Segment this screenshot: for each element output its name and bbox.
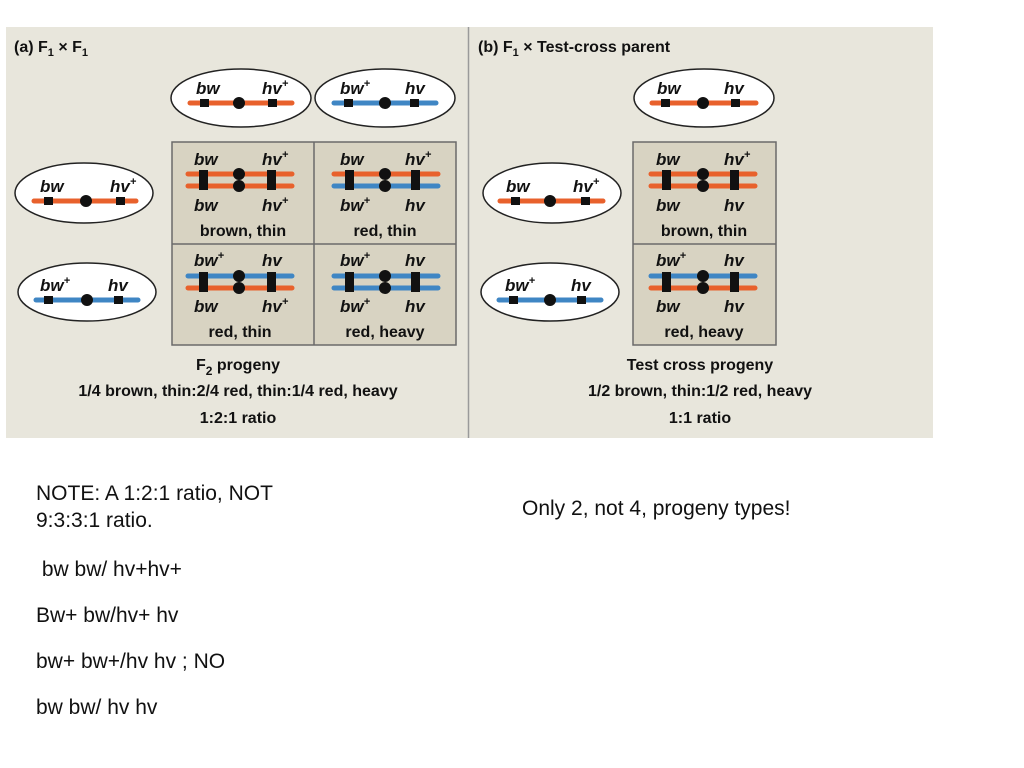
gamete-b-left-2: bw+ hv [480, 262, 620, 322]
svg-text:hv: hv [571, 276, 592, 295]
svg-text:bw+: bw+ [340, 195, 371, 215]
svg-text:red, thin: red, thin [208, 324, 271, 341]
svg-text:bw: bw [194, 150, 219, 169]
svg-text:red, thin: red, thin [353, 223, 416, 240]
punnett-cell-a-3: bw+ hv bw hv+ red, thin [185, 250, 295, 341]
svg-text:bw: bw [506, 177, 531, 196]
svg-text:hv: hv [405, 196, 426, 215]
svg-text:bw: bw [194, 196, 219, 215]
punnett-cell-b-1: bw hv+ bw hv brown, thin [648, 149, 758, 240]
genetic-cross-figure: (a) F1 × F1 (b) F1 × Test-cross parent b… [6, 27, 933, 438]
panel-a-title: (a) F1 × F1 [14, 39, 88, 59]
svg-text:hv+: hv+ [262, 78, 289, 98]
svg-text:hv: hv [405, 251, 426, 270]
panel-a-ratio: 1:2:1 ratio [200, 410, 277, 427]
panel-a-ratio-line: 1/4 brown, thin:2/4 red, thin:1/4 red, h… [78, 383, 397, 400]
svg-text:bw+: bw+ [340, 250, 371, 270]
svg-text:bw: bw [656, 196, 681, 215]
gamete-a-top-2: bw+ hv [314, 68, 456, 128]
note-ratio: NOTE: A 1:2:1 ratio, NOT 9:3:3:1 ratio. [36, 482, 273, 533]
svg-text:hv+: hv+ [573, 176, 600, 196]
svg-text:bw: bw [656, 297, 681, 316]
svg-text:hv: hv [405, 297, 426, 316]
svg-text:hv: hv [724, 79, 745, 98]
svg-text:hv+: hv+ [262, 149, 289, 169]
svg-text:bw+: bw+ [340, 296, 371, 316]
svg-text:bw: bw [340, 150, 365, 169]
punnett-cell-a-4: bw+ hv bw+ hv red, heavy [331, 250, 441, 341]
svg-text:hv+: hv+ [405, 149, 432, 169]
panel-b-ratio: 1:1 ratio [669, 410, 731, 427]
note-progeny-types: Only 2, not 4, progeny types! [522, 497, 791, 520]
svg-text:hv: hv [108, 276, 129, 295]
svg-text:red, heavy: red, heavy [664, 324, 743, 341]
svg-text:hv+: hv+ [110, 176, 137, 196]
gamete-b-top: bw hv [633, 68, 775, 128]
svg-text:bw+: bw+ [40, 275, 71, 295]
gamete-a-left-2: bw+ hv [17, 262, 157, 322]
svg-text:brown, thin: brown, thin [200, 223, 286, 240]
svg-text:hv: hv [724, 251, 745, 270]
svg-text:brown, thin: brown, thin [661, 223, 747, 240]
panel-a-progeny-title: F2 progeny [196, 357, 280, 378]
svg-text:bw: bw [196, 79, 221, 98]
svg-text:bw: bw [40, 177, 65, 196]
panel-b-progeny-title: Test cross progeny [627, 357, 774, 374]
gamete-b-left-1: bw hv+ [482, 162, 622, 224]
svg-text:hv+: hv+ [262, 195, 289, 215]
svg-text:hv: hv [724, 196, 745, 215]
svg-text:bw: bw [656, 150, 681, 169]
svg-text:bw+: bw+ [340, 78, 371, 98]
svg-text:bw+: bw+ [656, 250, 687, 270]
note-genotype-1: bw bw/ hv+hv+ [36, 558, 182, 581]
gamete-a-left-1: bw hv+ [14, 162, 154, 224]
punnett-cell-a-2: bw hv+ bw+ hv red, thin [331, 149, 441, 240]
svg-text:bw+: bw+ [194, 250, 225, 270]
svg-text:hv: hv [262, 251, 283, 270]
svg-text:hv: hv [405, 79, 426, 98]
svg-text:bw: bw [657, 79, 682, 98]
svg-text:bw: bw [194, 297, 219, 316]
svg-text:hv: hv [724, 297, 745, 316]
panel-b-title: (b) F1 × Test-cross parent [478, 39, 671, 59]
svg-text:bw+: bw+ [505, 275, 536, 295]
note-genotype-2: Bw+ bw/hv+ hv [36, 604, 179, 627]
panel-b-ratio-line: 1/2 brown, thin:1/2 red, heavy [588, 383, 812, 400]
svg-text:hv+: hv+ [724, 149, 751, 169]
svg-text:red, heavy: red, heavy [345, 324, 424, 341]
note-genotype-3: bw+ bw+/hv hv ; NO [36, 650, 226, 673]
note-genotype-4: bw bw/ hv hv [36, 696, 158, 719]
punnett-cell-a-1: bw hv+ bw hv+ brown, thin [185, 149, 295, 240]
svg-text:hv+: hv+ [262, 296, 289, 316]
gamete-a-top-1: bw hv+ [170, 68, 312, 128]
punnett-cell-b-2: bw+ hv bw hv red, heavy [648, 250, 758, 341]
